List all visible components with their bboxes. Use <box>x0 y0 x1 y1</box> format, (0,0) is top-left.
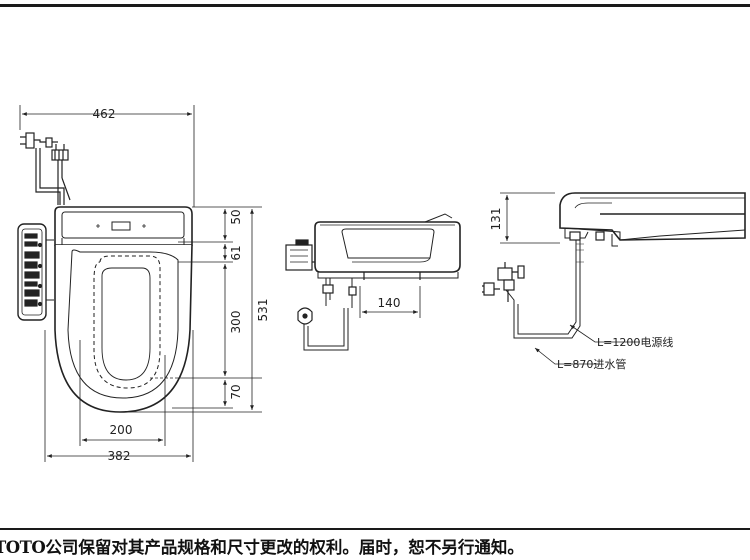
dim-inner-width: 200 <box>110 423 133 437</box>
bottom-border-line <box>0 528 750 530</box>
dim-overall-length: 531 <box>256 299 270 322</box>
power-plug-icon <box>20 132 58 149</box>
dim-plate-span: 140 <box>378 296 401 310</box>
dim-upper-offset: 61 <box>229 245 243 260</box>
dim-side-height: 131 <box>489 208 503 231</box>
side-view <box>482 192 746 365</box>
control-panel <box>17 223 47 321</box>
dim-seat-width: 382 <box>108 449 131 463</box>
top-view-dimensions <box>19 105 262 462</box>
footer-notice: TOTO公司保留对其产品规格和尺寸更改的权利。届时，恕不另行通知。 <box>0 534 750 560</box>
top-border-line <box>0 4 750 7</box>
side-plug-icon <box>482 282 500 296</box>
seat-housing <box>54 206 193 246</box>
dim-width-total: 462 <box>93 107 116 121</box>
callout-power-cord: L=1200电源线 <box>597 335 673 349</box>
seat-ring <box>54 244 193 413</box>
callout-water-hose: L=870进水管 <box>557 357 626 371</box>
top-view <box>17 132 193 413</box>
front-view <box>285 213 461 351</box>
valve-block-icon <box>285 239 313 271</box>
dim-top-gap: 50 <box>229 209 243 224</box>
side-valve-icon <box>497 262 525 302</box>
brand-name: TOTO <box>0 538 46 557</box>
footer-text: 公司保留对其产品规格和尺寸更改的权利。届时，恕不另行通知。 <box>45 538 524 557</box>
water-connector-icon <box>51 144 69 178</box>
dim-lower-offset: 70 <box>229 384 243 399</box>
plug-pendant-icon <box>297 307 313 325</box>
top-view-dimension-labels: 462 50 61 300 531 70 200 382 <box>93 107 270 463</box>
dim-inner-length: 300 <box>229 311 243 334</box>
